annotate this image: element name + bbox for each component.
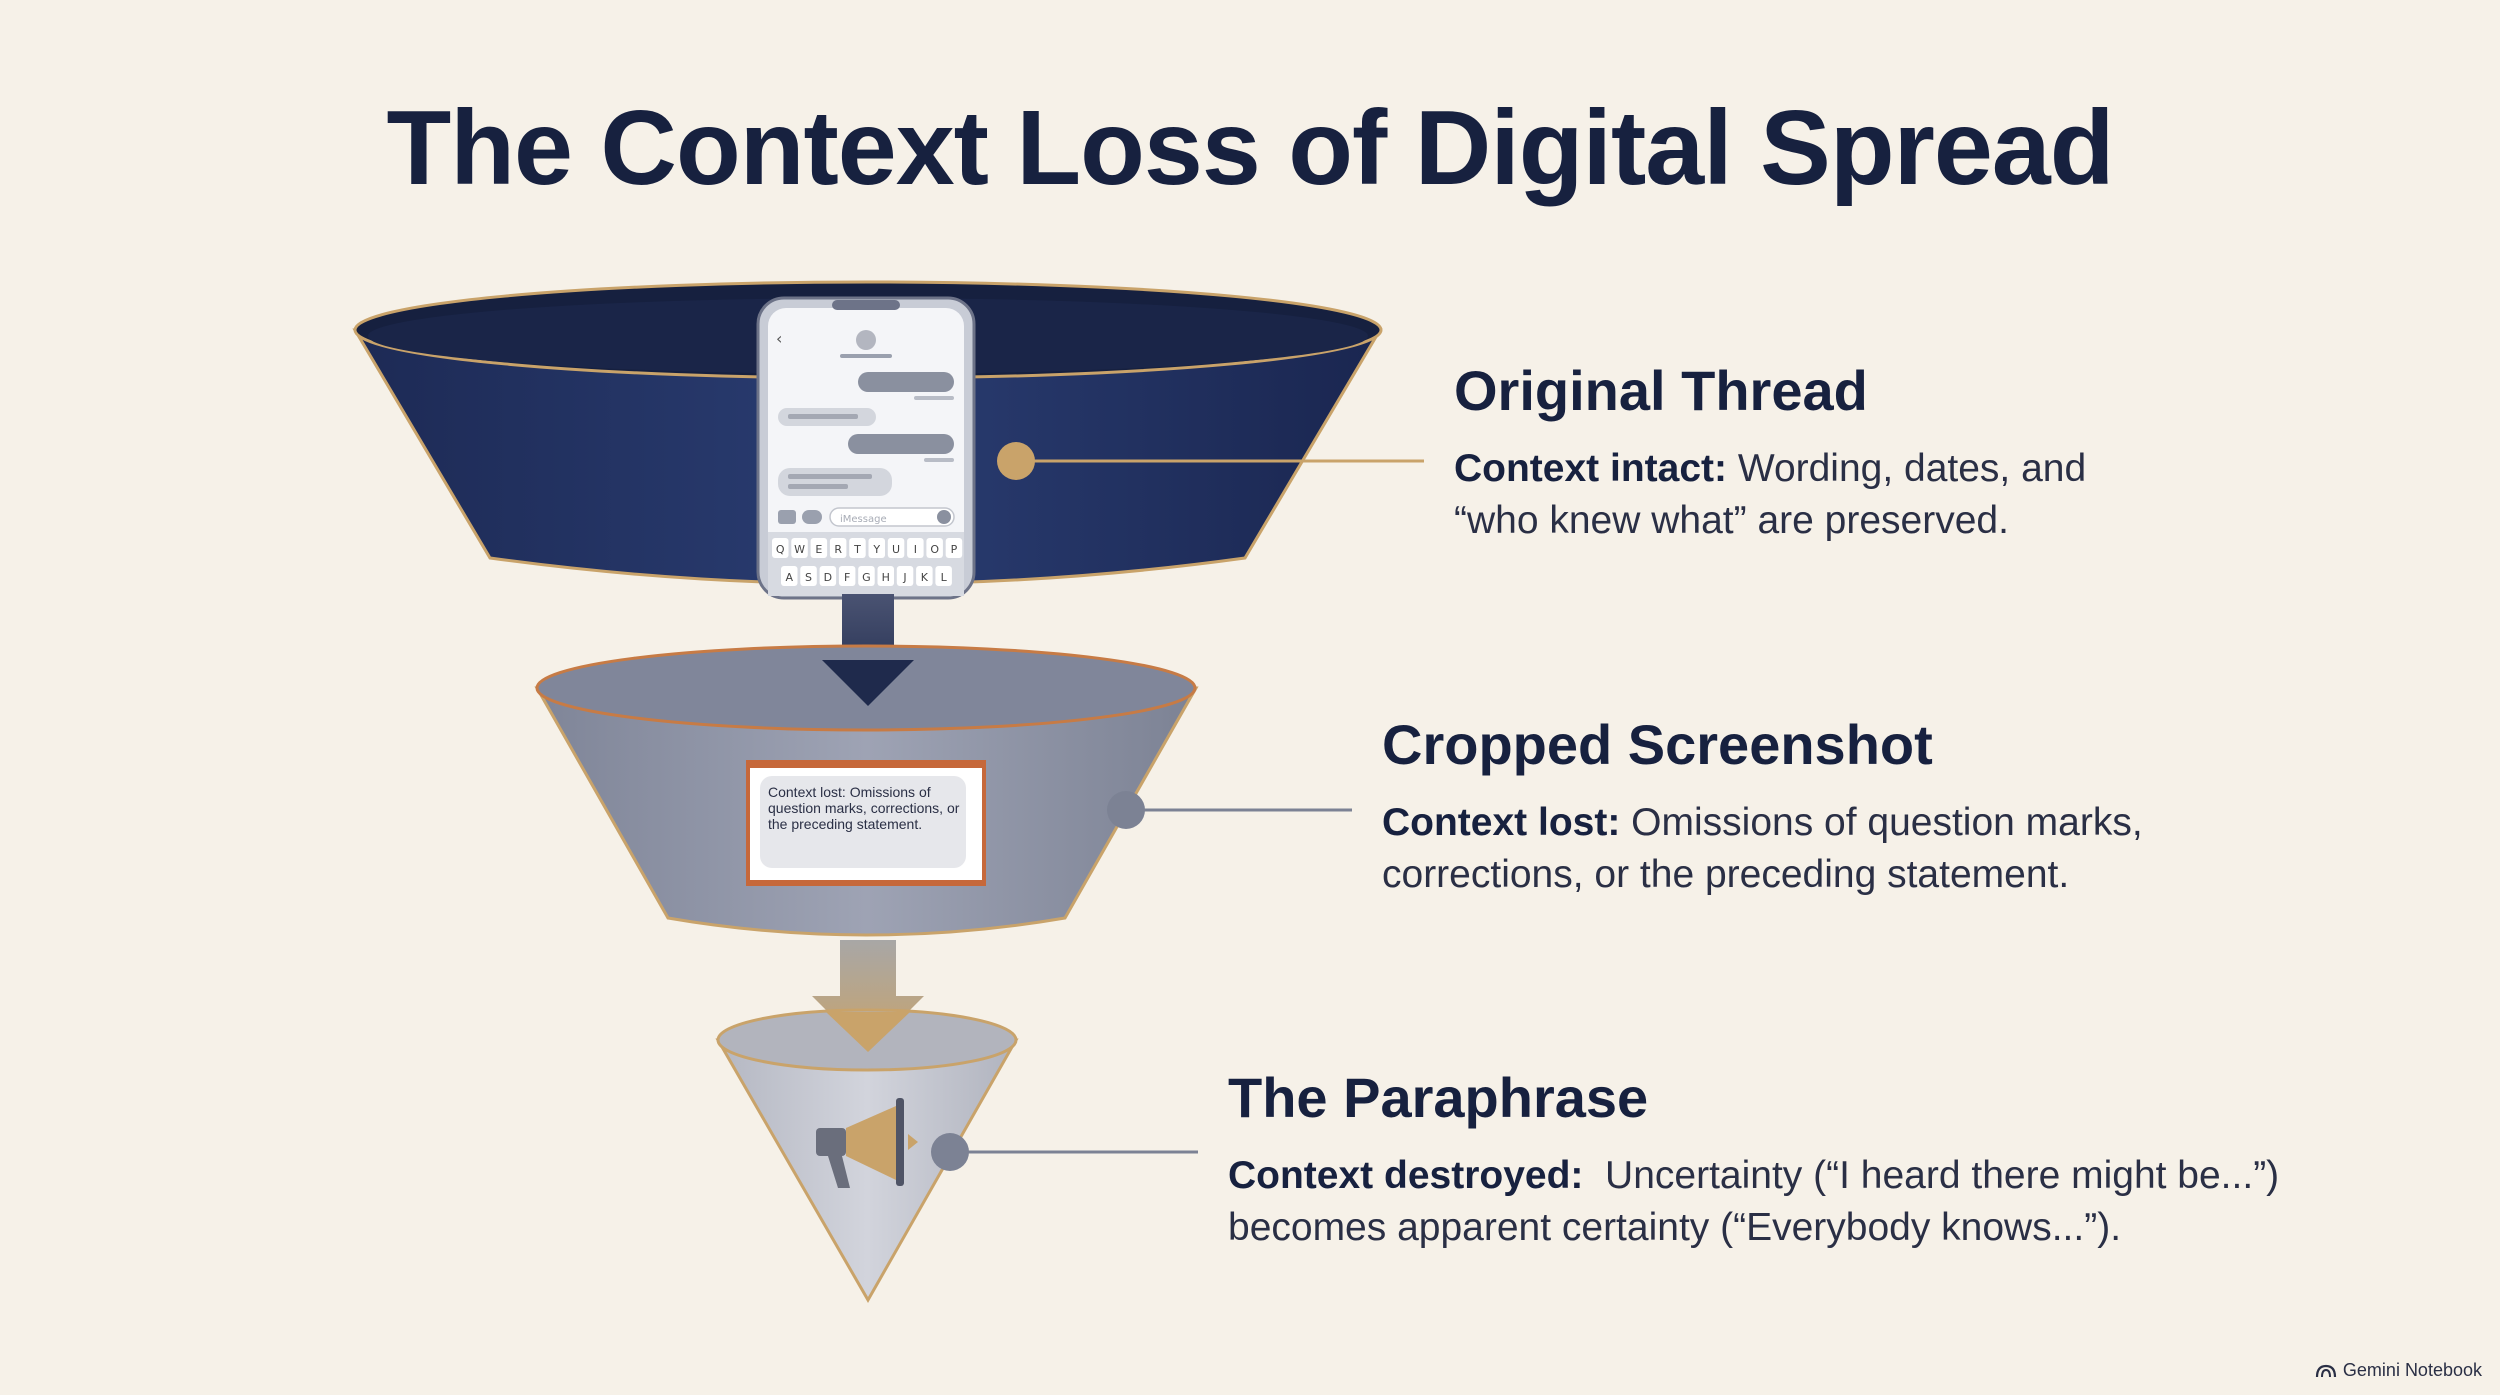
keyboard-key — [887, 538, 905, 558]
megaphone-icon — [816, 1098, 918, 1188]
stage-paraphrase-text: The Paraphrase Context destroyed: Uncert… — [1228, 1065, 2279, 1254]
connector-cropped — [1107, 791, 1352, 829]
stage-desc-label: Context destroyed: — [1228, 1154, 1584, 1197]
keyboard-key-label: F — [844, 571, 850, 584]
stage-description: Context intact: Wording, dates, and “who … — [1454, 443, 2086, 547]
keyboard-key — [935, 566, 952, 586]
keyboard-key — [877, 566, 894, 586]
keyboard-key — [819, 566, 837, 586]
keyboard-key — [868, 538, 885, 558]
keyboard-key — [896, 566, 914, 586]
keyboard-key — [907, 538, 924, 558]
keyboard-key — [800, 566, 817, 586]
stage-desc-line1: Uncertainty (“I heard there might be...”… — [1583, 1154, 2280, 1197]
svg-text:‹: ‹ — [776, 329, 782, 348]
watermark: Gemini Notebook — [2315, 1360, 2482, 1381]
keyboard-key — [791, 538, 808, 558]
keyboard-key — [838, 566, 856, 586]
page-title: The Context Loss of Digital Spread — [386, 89, 2115, 207]
keyboard-key-label: P — [951, 543, 958, 556]
connector-original — [997, 442, 1424, 480]
stage-desc-line2: corrections, or the preceding statement. — [1382, 853, 2070, 896]
stage-heading: Original Thread — [1454, 359, 1868, 422]
keyboard-key — [926, 538, 943, 558]
stage-cropped-text: Cropped Screenshot Context lost: Omissio… — [1382, 712, 2143, 901]
stage-heading: The Paraphrase — [1228, 1066, 1649, 1129]
keyboard-key — [772, 538, 789, 558]
keyboard-key-label: R — [834, 543, 842, 556]
stage-original-text: Original Thread Context intact: Wording,… — [1454, 358, 2086, 547]
keyboard-key-label: U — [892, 543, 900, 556]
keyboard-key-label: S — [805, 571, 812, 584]
keyboard-key — [810, 538, 828, 558]
stage-desc-label: Context lost: — [1382, 801, 1621, 844]
cropped-screenshot-card: Context lost: Omissions of question mark… — [746, 760, 986, 886]
keyboard-key-label: Y — [872, 543, 880, 556]
phone-input-placeholder: iMessage — [840, 514, 887, 525]
keyboard-key-label: I — [914, 543, 917, 556]
keyboard-key-label: Q — [776, 543, 785, 556]
keyboard-key — [945, 538, 963, 558]
connector-paraphrase — [931, 1133, 1198, 1171]
keyboard-key-label: T — [853, 543, 861, 556]
stage-desc-line1: Wording, dates, and — [1727, 447, 2087, 490]
keyboard-key — [829, 538, 847, 558]
keyboard-key — [858, 566, 875, 586]
keyboard-key-label: H — [882, 571, 890, 584]
keyboard-key-label: L — [941, 571, 948, 584]
stage-desc-line2: becomes apparent certainty (“Everybody k… — [1228, 1206, 2122, 1249]
stage-description: Context lost: Omissions of question mark… — [1382, 797, 2143, 901]
funnel-bottom-body — [715, 1038, 1019, 1304]
keyboard-key-label: O — [930, 543, 939, 556]
stage-desc-line2: “who knew what” are preserved. — [1454, 499, 2009, 542]
stage-desc-label: Context intact: — [1454, 447, 1727, 490]
card-text: Context lost: Omissions of question mark… — [768, 784, 960, 832]
stage-desc-line1: Omissions of question marks, — [1620, 801, 2143, 844]
keyboard-key-label: K — [921, 571, 929, 584]
keyboard-key-label: J — [902, 571, 906, 584]
watermark-text: Gemini Notebook — [2342, 1360, 2482, 1380]
keyboard-key — [849, 538, 866, 558]
keyboard-key-label: A — [785, 571, 793, 584]
keyboard-key — [781, 566, 798, 586]
keyboard-key — [916, 566, 933, 586]
stage-description: Context destroyed: Uncertainty (“I heard… — [1228, 1150, 2279, 1254]
keyboard-key-label: E — [815, 543, 822, 556]
stage-heading: Cropped Screenshot — [1382, 713, 1933, 776]
keyboard-key-label: G — [862, 571, 871, 584]
keyboard-key-label: D — [824, 571, 832, 584]
gemini-logo-icon — [2315, 1364, 2337, 1377]
keyboard-key-label: W — [794, 543, 805, 556]
